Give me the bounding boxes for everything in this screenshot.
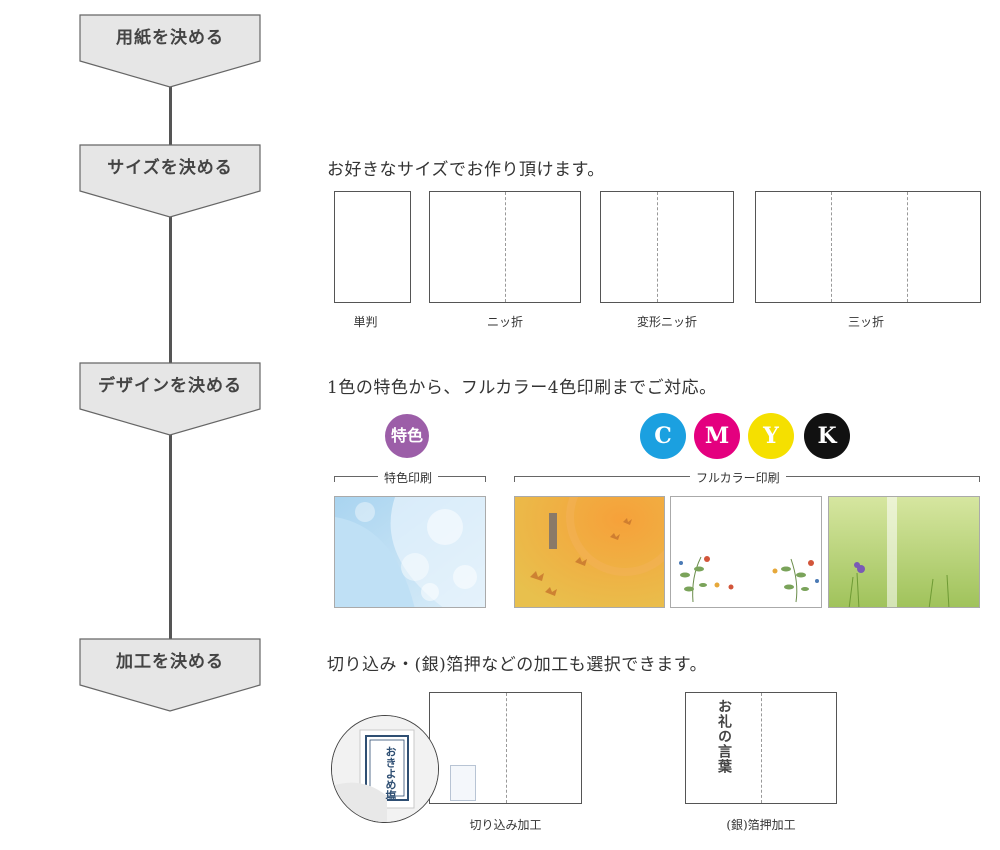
step-size-shape xyxy=(79,144,261,218)
magenta-badge: M xyxy=(694,413,740,459)
spot-print-group-label: 特色印刷 xyxy=(334,469,486,486)
step-size-label: サイズを決める xyxy=(107,158,233,178)
spot-color-badge: 特色 xyxy=(385,414,429,458)
black-badge: K xyxy=(804,413,850,459)
slit-card-inset xyxy=(450,765,476,801)
format-trifold-sheet xyxy=(755,191,981,303)
step-paper-shape xyxy=(79,14,261,88)
format-single-sheet xyxy=(334,191,411,303)
step-finish: 加工を決める xyxy=(79,638,261,712)
foil-stamped-text: お礼の言葉 xyxy=(716,699,732,774)
step-design-shape xyxy=(79,362,261,436)
design-description: 1色の特色から、フルカラー4色印刷までご対応。 xyxy=(327,378,717,398)
fold-line xyxy=(506,693,507,803)
step-design-label: デザインを決める xyxy=(98,376,242,396)
cyan-badge: C xyxy=(640,413,686,459)
fold-line xyxy=(831,192,832,302)
fold-line xyxy=(907,192,908,302)
step-paper: 用紙を決める xyxy=(79,14,261,88)
cut-finish-label: 切り込み加工 xyxy=(469,818,542,832)
fold-line xyxy=(505,192,506,302)
size-description: お好きなサイズでお作り頂けます。 xyxy=(327,160,605,180)
format-irregular-bifold-sheet xyxy=(600,191,734,303)
step-design: デザインを決める xyxy=(79,362,261,436)
cut-card-text: おきよめ塩 xyxy=(384,746,397,801)
format-irregular-bifold-label: 変形ニッ折 xyxy=(636,315,697,329)
format-single-label: 単判 xyxy=(353,315,378,329)
spot-print-sample-image xyxy=(334,496,486,608)
step-size: サイズを決める xyxy=(79,144,261,218)
fullcolor-sample-field-image xyxy=(828,496,980,608)
format-trifold-label: 三ッ折 xyxy=(847,315,884,329)
finish-description: 切り込み・(銀)箔押などの加工も選択できます。 xyxy=(327,655,708,675)
cut-detail-magnifier: おきよめ塩 xyxy=(331,715,439,823)
foil-sample-sheet: お礼の言葉 xyxy=(685,692,837,804)
fullcolor-sample-floral-image xyxy=(670,496,822,608)
fullcolor-print-group-label: フルカラー印刷 xyxy=(514,469,980,486)
fold-line xyxy=(761,693,762,803)
format-bifold-sheet xyxy=(429,191,581,303)
fold-line xyxy=(657,192,658,302)
format-bifold-label: ニッ折 xyxy=(486,315,523,329)
step-finish-shape xyxy=(79,638,261,712)
foil-finish-label: (銀)箔押加工 xyxy=(726,818,796,832)
step-paper-label: 用紙を決める xyxy=(116,28,224,48)
step-finish-label: 加工を決める xyxy=(116,652,224,672)
yellow-badge: Y xyxy=(748,413,794,459)
cut-sample-sheet xyxy=(429,692,582,804)
fullcolor-sample-butterfly-image xyxy=(514,496,665,608)
